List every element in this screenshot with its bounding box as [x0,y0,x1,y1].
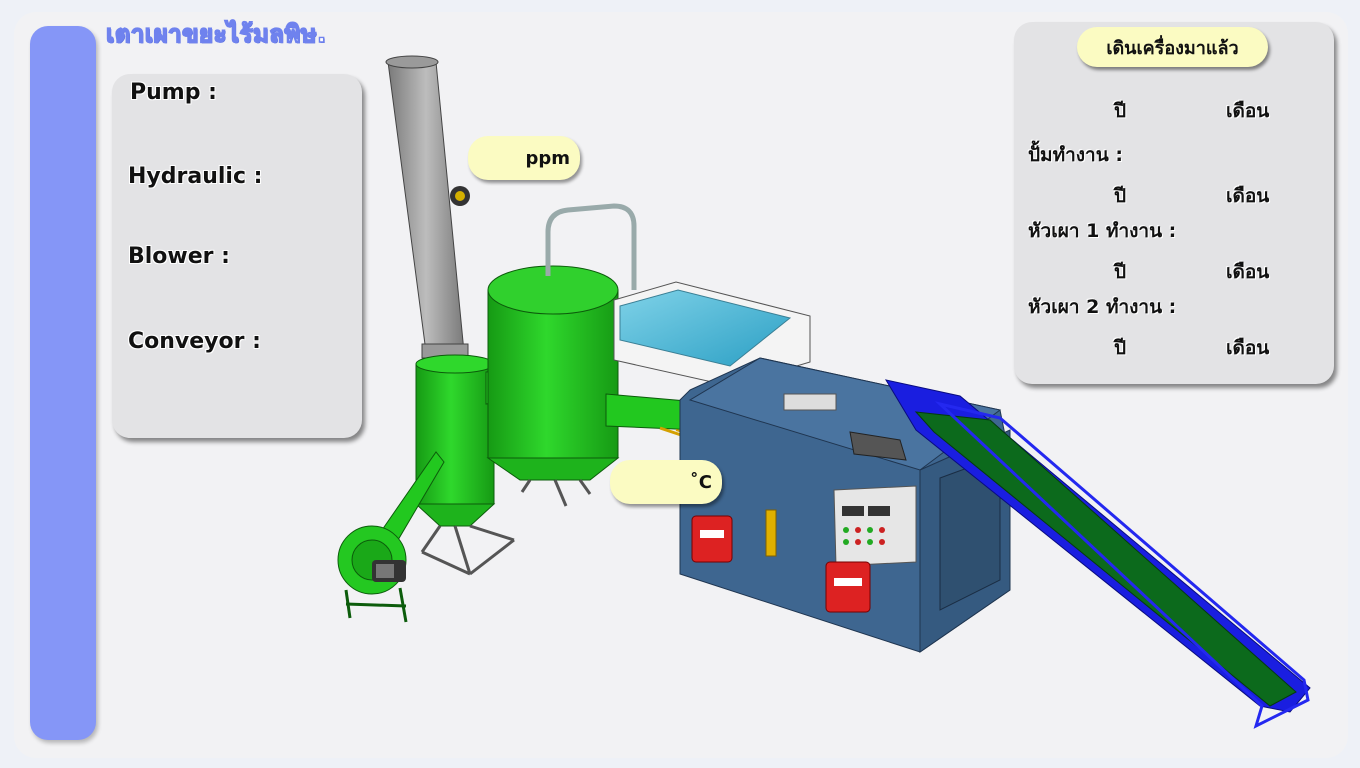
control-panel [833,485,917,567]
motor-icon [372,560,406,582]
hydraulic-cylinder [765,509,777,557]
sensor-icon [450,186,470,206]
pump-month-unit: เดือน [1226,185,1270,207]
run-hours-panel [1014,22,1334,384]
burner1-runtime-label: หัวเผา 1 ทำงาน : [1028,220,1177,242]
pump-runtime-label: ปั้มทำงาน : [1028,144,1123,166]
side-nav-strip[interactable] [30,26,96,740]
pump-year-unit: ปี [1114,185,1127,207]
pump-status-label: Pump : [130,80,217,105]
burner1-month-unit: เดือน [1226,261,1270,283]
equipment-status-panel [112,74,362,438]
machine-year-unit: ปี [1114,100,1127,122]
temperature-unit: ˚C [689,471,712,493]
blower-fan [337,451,445,623]
app-title: เตาเผาขยะไร้มลพิษ. [105,19,327,48]
burner-icon [825,561,871,613]
burner-icon [691,515,733,563]
emission-unit: ppm [525,147,570,169]
emission-readout: ppm [468,136,580,180]
blower-status-label: Blower : [128,244,230,269]
conveyor-belt [884,379,1311,729]
chimney-stack [385,55,469,359]
machine-month-unit: เดือน [1226,100,1270,122]
burner2-runtime-label: หัวเผา 2 ทำงาน : [1028,296,1177,318]
temperature-readout: ˚C [610,460,722,504]
conveyor-status-label: Conveyor : [128,329,261,354]
burner1-year-unit: ปี [1114,261,1127,283]
burner2-month-unit: เดือน [1226,337,1270,359]
hydraulic-status-label: Hydraulic : [128,164,263,189]
run-hours-title: เดินเครื่องมาแล้ว [1077,27,1268,67]
scrubber-tank [486,203,637,507]
burner2-year-unit: ปี [1114,337,1127,359]
